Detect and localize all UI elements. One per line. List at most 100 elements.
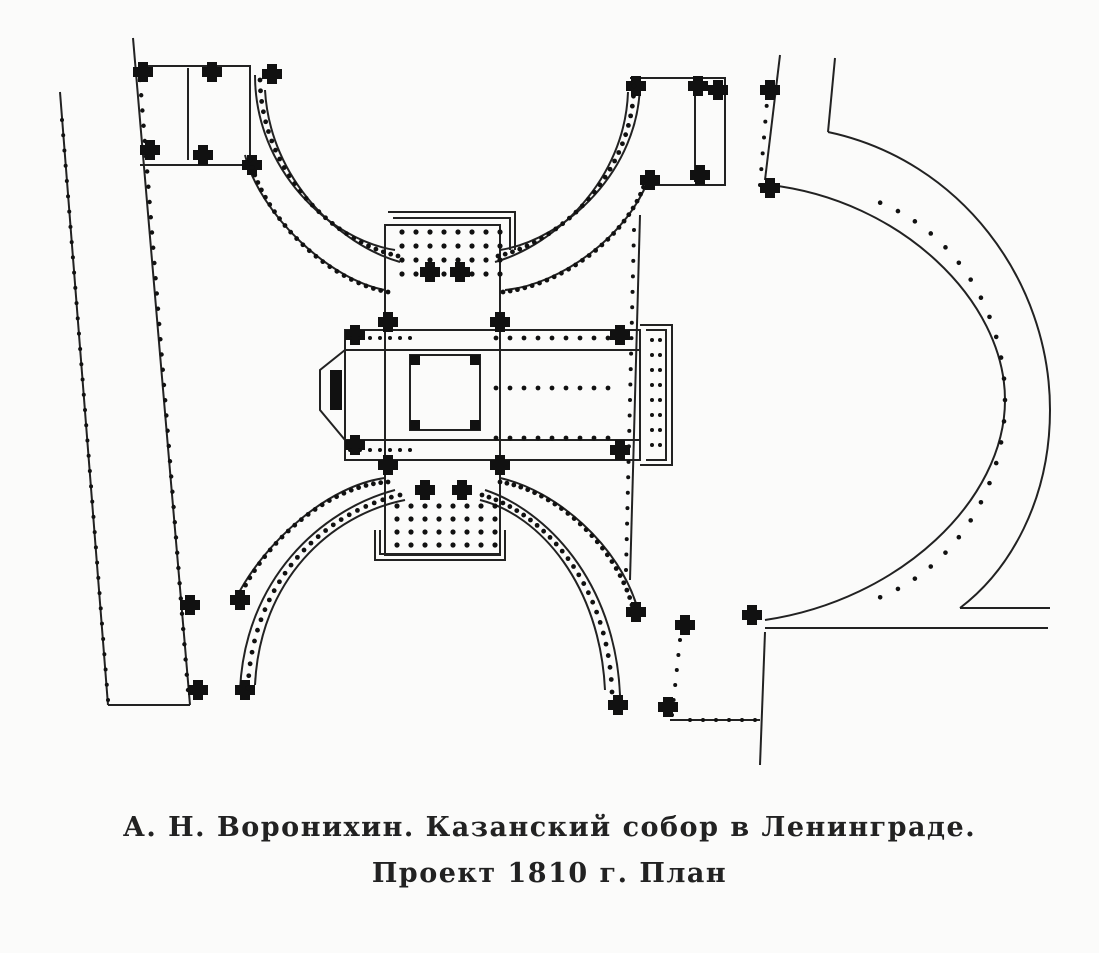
column-dot [609, 559, 615, 564]
column-dot [760, 151, 765, 156]
column-dot [912, 576, 918, 581]
column-dot [740, 718, 744, 722]
column-dot [148, 215, 153, 220]
column-dot [380, 497, 386, 503]
column-dot [714, 718, 718, 722]
column-dot [517, 246, 523, 252]
column-dot [75, 316, 80, 321]
pier-block [495, 455, 505, 475]
column-dot [631, 243, 636, 248]
column-dot [450, 529, 456, 535]
column-dot [968, 518, 973, 523]
colonnade-lower-left-inner [234, 477, 386, 601]
column-dot [1001, 376, 1007, 381]
column-dot [279, 534, 285, 540]
column-dot [315, 534, 321, 540]
column-dot [650, 353, 654, 357]
column-dot [68, 224, 73, 229]
column-dot [273, 541, 279, 546]
column-dot [514, 508, 520, 513]
column-dot [544, 277, 550, 283]
pier-block [330, 370, 342, 410]
column-dot [63, 163, 68, 168]
column-dot [145, 169, 150, 174]
column-dot [877, 200, 883, 206]
column-dot [255, 180, 261, 185]
column-dot [581, 581, 587, 586]
column-dot [245, 685, 251, 691]
column-dot [395, 253, 401, 259]
column-dot [631, 258, 636, 263]
column-dot [66, 194, 71, 199]
column-dot [252, 568, 257, 574]
column-dot [563, 435, 569, 441]
column-dot [978, 499, 984, 505]
column-dot [912, 219, 918, 224]
crossing-square [409, 354, 481, 431]
column-dot [413, 229, 419, 235]
column-dot [239, 590, 244, 595]
pier-block [695, 165, 705, 185]
column-dot [510, 249, 515, 255]
column-dot [151, 245, 156, 250]
column-dot [363, 483, 369, 488]
column-dot [577, 385, 583, 391]
column-dot [500, 289, 506, 295]
column-dot [528, 517, 533, 523]
column-dot [177, 581, 182, 586]
column-dot [591, 189, 597, 195]
column-dot [163, 398, 168, 403]
column-dot [987, 314, 992, 320]
column-dot [301, 547, 307, 553]
column-dot [326, 498, 332, 503]
street-boundary-left [59, 91, 109, 706]
column-dot [104, 682, 109, 687]
column-dot [282, 570, 288, 576]
column-dot [329, 221, 335, 226]
column-dot [96, 575, 101, 580]
column-dot [455, 257, 461, 263]
column-dot [441, 257, 447, 263]
column-dot [759, 167, 764, 172]
column-dot [464, 529, 470, 535]
column-dot [436, 529, 442, 535]
column-dot [181, 626, 186, 632]
pier-block [193, 680, 203, 700]
column-dot [493, 385, 499, 391]
column-dot [630, 205, 636, 211]
column-dot [678, 638, 682, 642]
column-dot [159, 352, 164, 357]
pier-block [383, 455, 393, 475]
column-dot [351, 235, 357, 241]
column-dot [507, 385, 513, 391]
column-dot [978, 295, 984, 301]
column-dot [998, 440, 1004, 445]
column-dot [522, 285, 528, 291]
column-dot [185, 687, 191, 693]
column-dot [79, 362, 84, 367]
column-dot [594, 609, 600, 615]
column-dot [147, 199, 152, 205]
column-dot [573, 262, 578, 268]
column-dot [259, 99, 265, 104]
column-dot [247, 575, 253, 581]
column-dot [323, 528, 329, 533]
column-dot [650, 368, 654, 372]
column-dot [546, 231, 552, 237]
column-dot [928, 564, 934, 569]
column-dot [172, 520, 177, 525]
column-dot [507, 288, 513, 294]
column-dot [616, 150, 622, 155]
pier-block [185, 595, 195, 615]
column-dot [650, 398, 654, 402]
column-dot [590, 599, 596, 605]
column-dot [267, 202, 273, 207]
column-dot [565, 511, 571, 516]
column-dot [344, 231, 349, 237]
column-dot [60, 118, 64, 122]
column-dot [413, 257, 419, 263]
colonnade-lower-right-inner [499, 477, 639, 611]
column-dot [399, 271, 405, 277]
column-dot [277, 216, 282, 222]
column-dot [469, 243, 475, 249]
